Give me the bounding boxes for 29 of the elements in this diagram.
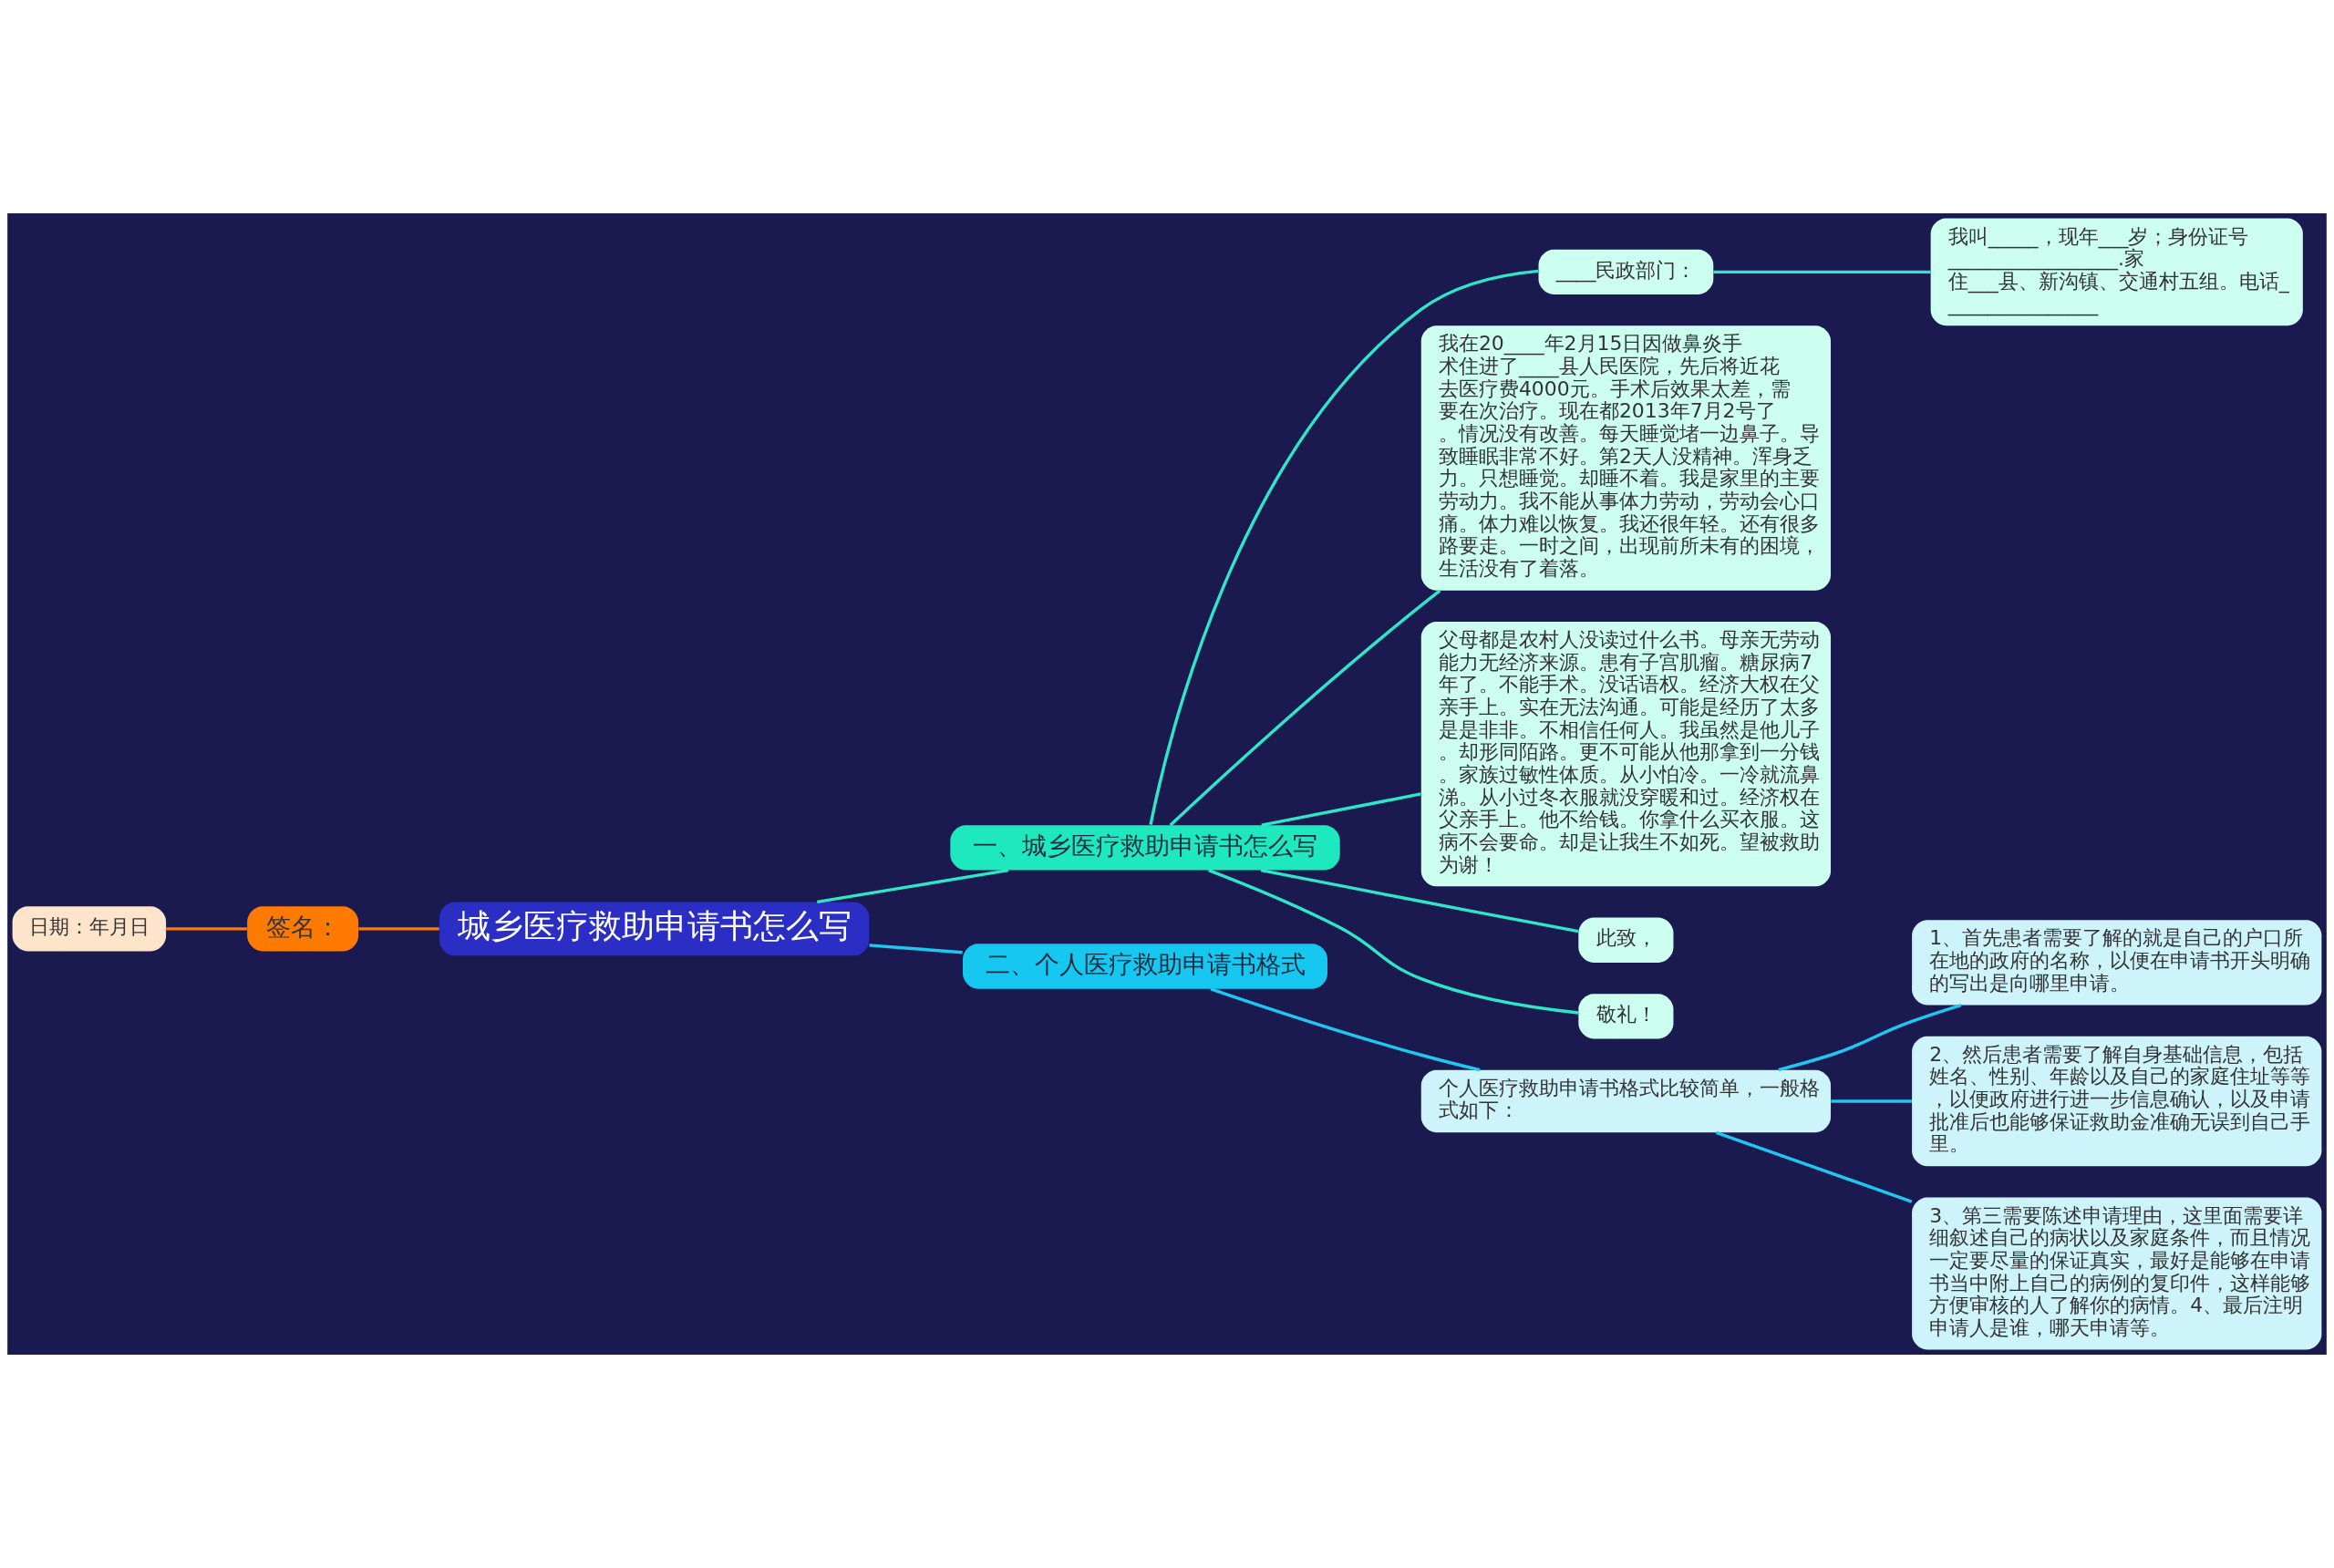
connector — [358, 927, 439, 931]
connector — [1261, 792, 1421, 827]
connector — [869, 944, 963, 954]
node-box: 城乡医疗救助申请书怎么写 — [439, 902, 870, 956]
node-box: 2、然后患者需要了解自身基础信息，包括姓名、性别、年龄以及自己的家庭住址等等，以便政府进行进一步信息确认，以及申请批准后也能够保证救助金准确无误到自己手里。 — [1912, 1036, 2322, 1167]
connector — [817, 868, 1009, 904]
connector — [1208, 869, 1579, 1015]
node-box: 1、首先患者需要了解的就是自己的户口所在地的政府的名称，以便在申请书开头明确的写出是向哪里申请。 — [1912, 920, 2322, 1006]
connector — [1713, 270, 1931, 274]
node-box: 我在20____年2月15日因做鼻炎手术住进了____县人民医院，先后将近花去医疗费4000元。手术后效果太差，需要在次治疗。现在都2013年7月2号了。情况没有改善。每天睡觉堵一边鼻子。导致睡眠非常不好。第2天人没精神。浑身乏力。只想睡觉。却睡不着。我是家里的主要劳动力。我不能从事体力劳动，劳动会心口痛。体力难以恢复。我还很年轻。还有很多路要走。一时之间，出现前所未有的困境，生活没有了着落。 — [1420, 325, 1832, 591]
connector — [1715, 1130, 1913, 1203]
connector — [1169, 589, 1441, 827]
node-box: 敬礼！ — [1578, 994, 1674, 1039]
node-box: 一、城乡医疗救助申请书怎么写 — [950, 825, 1340, 871]
connector — [1778, 1003, 1962, 1072]
connector — [1260, 868, 1579, 934]
node-box: 3、第三需要陈述申请理由，这里面需要详细叙述自己的病状以及家庭条件，而且情况一定要尽量的保证真实，最好是能够在申请书当中附上自己的病例的复印件，这样能够方便审核的人了解你的病情。4、最后注明申请人是谁，哪天申请等。 — [1912, 1197, 2322, 1350]
node-box: 日期：年月日 — [12, 906, 167, 952]
node-box: 我叫_____，现年___岁；身份证号_________________.家住___县、新沟镇、交通村五组。电话________________ — [1930, 218, 2303, 326]
connector — [1149, 269, 1539, 825]
node-box: 父母都是农村人没读过什么书。母亲无劳动能力无经济来源。患有子宫肌瘤。糖尿病7年了。不能手术。没话语权。经济大权在父亲手上。实在无法沟通。可能是经历了太多是是非非。不相信任何人。我虽然是他儿子。却形同陌路。更不可能从他那拿到一分钱。家族过敏性体质。从小怕冷。一冷就流鼻涕。从小过冬衣服就没穿暖和过。经济权在父亲手上。他不给钱。你拿什么买衣服。这病不会要命。却是让我生不如死。望被救助为谢！ — [1420, 621, 1832, 887]
node-box: ____民政部门： — [1538, 249, 1714, 295]
node-box: 此致， — [1578, 917, 1674, 963]
connector — [166, 927, 247, 931]
connector — [1210, 987, 1481, 1072]
connector — [1831, 1099, 1912, 1103]
node-box: 二、个人医疗救助申请书格式 — [963, 944, 1327, 989]
node-box: 签名： — [247, 906, 359, 952]
node-box: 个人医疗救助申请书格式比较简单，一般格式如下： — [1420, 1069, 1832, 1133]
